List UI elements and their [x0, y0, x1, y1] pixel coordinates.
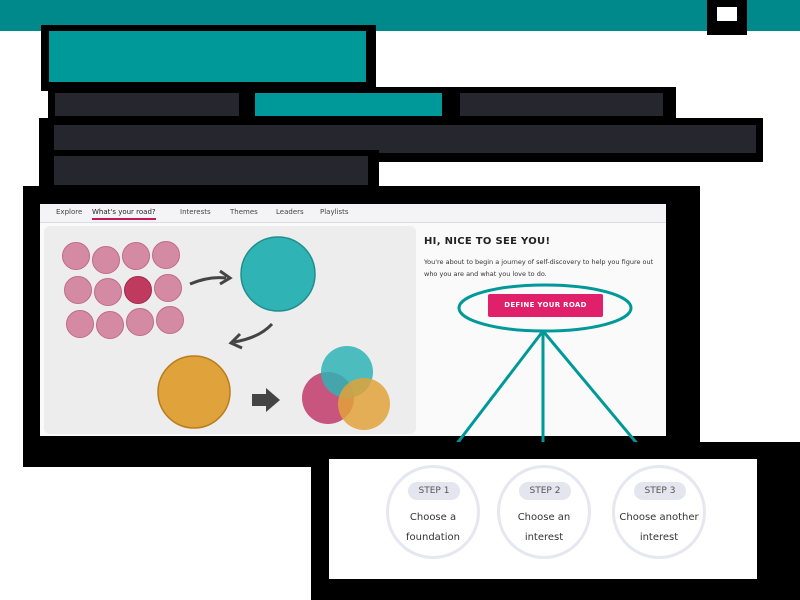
- step-badge: STEP 1: [408, 482, 460, 500]
- pink-dot: [62, 242, 90, 270]
- corner-button[interactable]: [707, 0, 747, 35]
- step-label: Choose a foundation: [389, 508, 477, 548]
- illustration-svg: [157, 236, 390, 430]
- step-1[interactable]: STEP 1 Choose a foundation: [386, 465, 480, 559]
- arrow-icon: [189, 276, 227, 286]
- pink-dot: [66, 310, 94, 338]
- tab-explore[interactable]: Explore: [56, 208, 83, 216]
- step-label-line: Choose another: [619, 512, 699, 523]
- steps-panel: STEP 1 Choose a foundation STEP 2 Choose …: [329, 459, 757, 579]
- title-redaction: [49, 31, 366, 82]
- hero-headline: HI, NICE TO SEE YOU!: [424, 236, 551, 247]
- step-label: Choose an interest: [500, 508, 588, 548]
- hero-subtext: You're about to begin a journey of self-…: [424, 258, 654, 278]
- arrow-head-icon: [219, 269, 233, 286]
- step-3[interactable]: STEP 3 Choose another interest: [612, 465, 706, 559]
- selected-dot: [124, 276, 152, 304]
- pink-dot: [94, 278, 122, 306]
- illustration-area: [44, 226, 416, 434]
- step-label-line: Choose an: [517, 512, 571, 523]
- pink-dot: [96, 311, 124, 339]
- define-your-road-button[interactable]: DEFINE YOUR ROAD: [488, 294, 603, 317]
- text-redaction: [54, 125, 756, 153]
- orange-circle: [157, 355, 231, 429]
- nav-tabs: Explore What's your road? Interests Them…: [40, 204, 666, 223]
- text-redaction: [54, 156, 368, 185]
- orange-small-circle: [338, 378, 390, 430]
- pink-dot: [122, 242, 150, 270]
- pink-dot: [92, 246, 120, 274]
- step-2[interactable]: STEP 2 Choose an interest: [497, 465, 591, 559]
- tab-leaders[interactable]: Leaders: [276, 208, 304, 216]
- pink-dot: [152, 241, 180, 269]
- pink-dot: [154, 274, 182, 302]
- arrow-icon: [233, 322, 274, 344]
- arrow-head-icon: [228, 332, 243, 350]
- tab-interests[interactable]: Interests: [180, 208, 211, 216]
- tab-themes[interactable]: Themes: [230, 208, 258, 216]
- text-redaction: [55, 93, 239, 116]
- step-label-line: Choose a: [409, 512, 457, 523]
- highlight-redaction: [255, 93, 442, 116]
- app-screenshot: Explore What's your road? Interests Them…: [40, 204, 666, 436]
- step-label: Choose another interest: [615, 508, 703, 548]
- step-badge: STEP 2: [519, 482, 571, 500]
- tab-playlists[interactable]: Playlists: [320, 208, 349, 216]
- step-label-line: foundation: [406, 532, 460, 543]
- window-icon: [717, 7, 737, 21]
- pink-dot: [156, 306, 184, 334]
- pink-dot: [126, 308, 154, 336]
- pink-dot: [64, 276, 92, 304]
- text-redaction: [460, 93, 663, 116]
- tab-whats-your-road[interactable]: What's your road?: [92, 208, 156, 220]
- block-arrow-icon: [252, 388, 280, 412]
- step-label-line: interest: [639, 532, 679, 543]
- teal-circle: [240, 236, 316, 312]
- step-badge: STEP 3: [634, 482, 686, 500]
- step-label-line: interest: [524, 532, 564, 543]
